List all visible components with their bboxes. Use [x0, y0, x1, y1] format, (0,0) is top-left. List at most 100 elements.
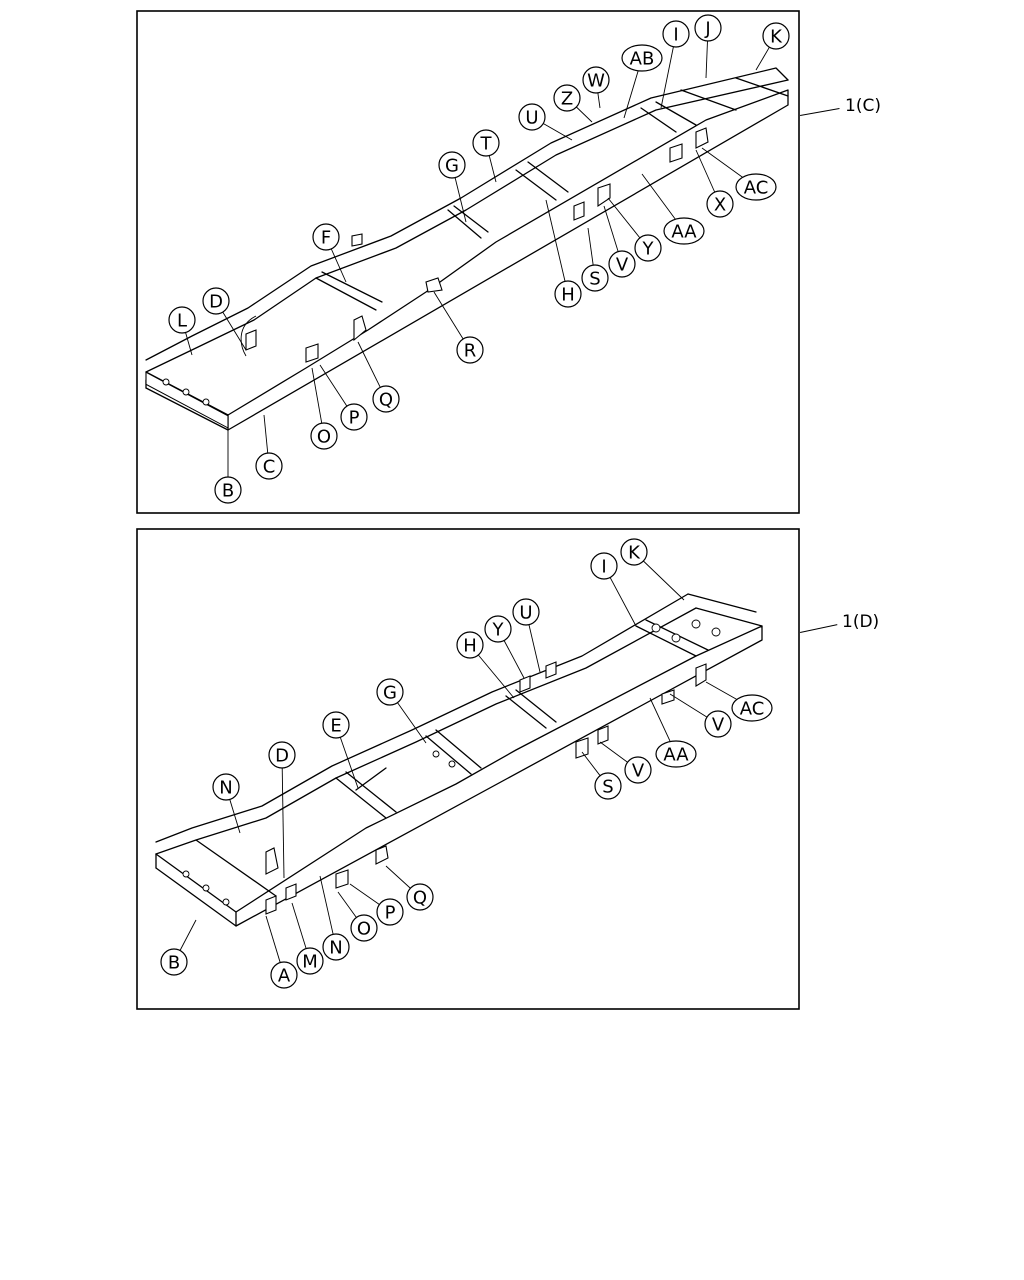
callout-label: AC — [744, 178, 769, 199]
callout-leader-u — [543, 123, 573, 141]
callout-leader-v — [603, 205, 619, 252]
callout-leader-v — [669, 693, 708, 718]
callout-leader-x — [695, 149, 716, 193]
callout-e: E — [322, 711, 359, 789]
callout-j: J — [694, 14, 722, 79]
callout-label: Y — [642, 239, 655, 260]
callout-bubble — [340, 403, 368, 431]
reference-leader-top — [800, 108, 840, 116]
callout-leader-u — [528, 624, 541, 673]
callout-y: Y — [484, 615, 525, 679]
callout-label: P — [385, 903, 396, 924]
callout-label: V — [632, 761, 645, 782]
callout-label: O — [317, 427, 331, 448]
callout-leader-o — [311, 367, 323, 424]
callout-bubble — [590, 552, 618, 580]
callout-label: G — [383, 683, 397, 704]
callout-bubble — [553, 84, 581, 112]
callout-v: V — [669, 693, 732, 738]
callout-label: B — [168, 953, 180, 974]
callout-m: M — [291, 902, 324, 975]
callout-d: D — [202, 287, 247, 351]
callout-bubble — [582, 66, 610, 94]
callout-bubble — [608, 250, 636, 278]
callout-label: I — [673, 25, 678, 46]
callout-leader-ac — [701, 147, 746, 180]
callout-label: R — [464, 341, 477, 362]
callout-label: C — [263, 457, 276, 478]
callout-p: P — [319, 364, 368, 431]
callout-n: N — [212, 773, 241, 834]
callout-leader-w — [597, 92, 601, 109]
callout-bubble — [662, 20, 690, 48]
callout-aa: AA — [649, 697, 697, 768]
callout-ac: AC — [701, 147, 777, 201]
callout-bubble — [376, 678, 404, 706]
callout-i: I — [660, 20, 690, 109]
callout-label: E — [330, 716, 341, 737]
callout-label: J — [704, 19, 710, 40]
callout-label: H — [561, 285, 575, 306]
callout-label: F — [321, 228, 331, 249]
callout-ab: AB — [621, 44, 663, 119]
callout-u: U — [518, 103, 573, 141]
callout-leader-f — [330, 248, 347, 283]
callout-leader-q — [385, 865, 411, 889]
callout-bubble — [350, 914, 378, 942]
callout-q: Q — [357, 341, 400, 413]
callout-leader-i — [609, 577, 637, 627]
callout-ac: AC — [705, 681, 773, 722]
callout-n: N — [319, 875, 350, 961]
callout-leader-t — [488, 155, 497, 183]
callout-bubble — [255, 452, 283, 480]
callout-t: T — [472, 129, 500, 183]
callout-label: D — [209, 292, 223, 313]
callout-label: G — [445, 156, 459, 177]
callout-label: M — [302, 952, 318, 973]
callout-leader-r — [433, 291, 464, 340]
callout-bubble — [735, 173, 777, 201]
callout-label: AA — [671, 222, 697, 243]
callout-leader-k — [755, 46, 770, 71]
callout-label: Q — [413, 888, 427, 909]
callout-leader-s — [587, 227, 594, 266]
callout-g: G — [376, 678, 427, 744]
callout-bubble — [518, 103, 546, 131]
callout-bubble — [296, 947, 324, 975]
callout-bubble — [472, 129, 500, 157]
callout-label: N — [329, 938, 342, 959]
callout-q: Q — [385, 865, 434, 911]
callout-label: Z — [561, 89, 573, 110]
callout-leader-g — [454, 177, 467, 223]
callout-leader-z — [576, 106, 593, 123]
callout-i: I — [590, 552, 637, 627]
callout-label: K — [628, 543, 641, 564]
callout-label: K — [770, 27, 783, 48]
callout-s: S — [581, 751, 622, 800]
callout-y: Y — [607, 197, 662, 262]
callout-leader-e — [339, 737, 359, 789]
callout-v: V — [603, 205, 636, 278]
reference-label-top: 1(C) — [845, 96, 881, 116]
callout-leader-g — [397, 702, 427, 744]
callout-aa: AA — [641, 173, 705, 245]
callout-leader-m — [291, 902, 307, 949]
callout-leader-a — [265, 915, 281, 963]
callout-bubble — [694, 14, 722, 42]
callout-bubble — [268, 741, 296, 769]
callout-r: R — [433, 291, 484, 364]
callout-z: Z — [553, 84, 593, 123]
callout-label: AB — [630, 49, 655, 70]
callout-bubble — [594, 772, 622, 800]
callout-h: H — [456, 631, 515, 699]
callout-bubble — [456, 631, 484, 659]
callout-bubble — [484, 615, 512, 643]
callout-bubble — [762, 22, 790, 50]
callout-v: V — [599, 741, 652, 784]
callout-label: T — [480, 134, 493, 155]
callout-label: H — [463, 636, 477, 657]
callout-label: I — [601, 557, 606, 578]
callout-bubble — [706, 190, 734, 218]
